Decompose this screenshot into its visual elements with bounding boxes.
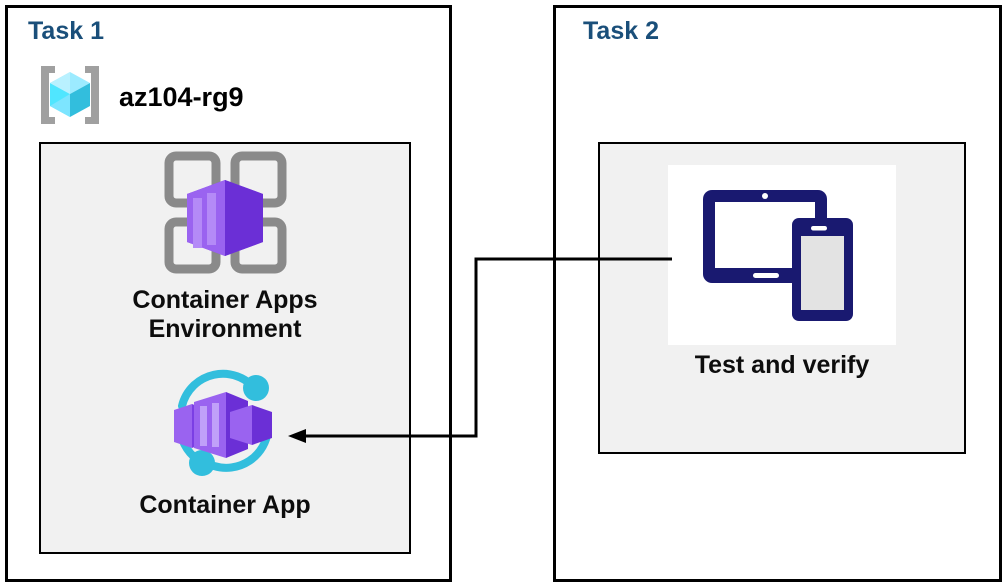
- resource-group-name: az104-rg9: [119, 82, 244, 112]
- task-1-title: Task 1: [28, 17, 104, 45]
- test-icon-background: [668, 165, 896, 345]
- node-label-container-apps-environment: Container Apps Environment: [132, 286, 318, 343]
- node-label-test-and-verify: Test and verify: [694, 351, 870, 379]
- node-container-apps-environment: Container Apps Environment: [39, 150, 411, 344]
- azure-resource-group-icon: [33, 62, 107, 133]
- tablet-and-phone-devices-icon: [697, 180, 867, 330]
- node-container-app: Container App: [39, 368, 411, 520]
- node-test-and-verify: Test and verify: [598, 165, 966, 380]
- resource-group-row: az104-rg9: [33, 62, 244, 133]
- azure-container-app-icon: [164, 368, 286, 485]
- task-2-title: Task 2: [583, 17, 659, 45]
- azure-container-apps-environment-icon: [163, 150, 288, 280]
- node-label-container-app: Container App: [139, 491, 311, 519]
